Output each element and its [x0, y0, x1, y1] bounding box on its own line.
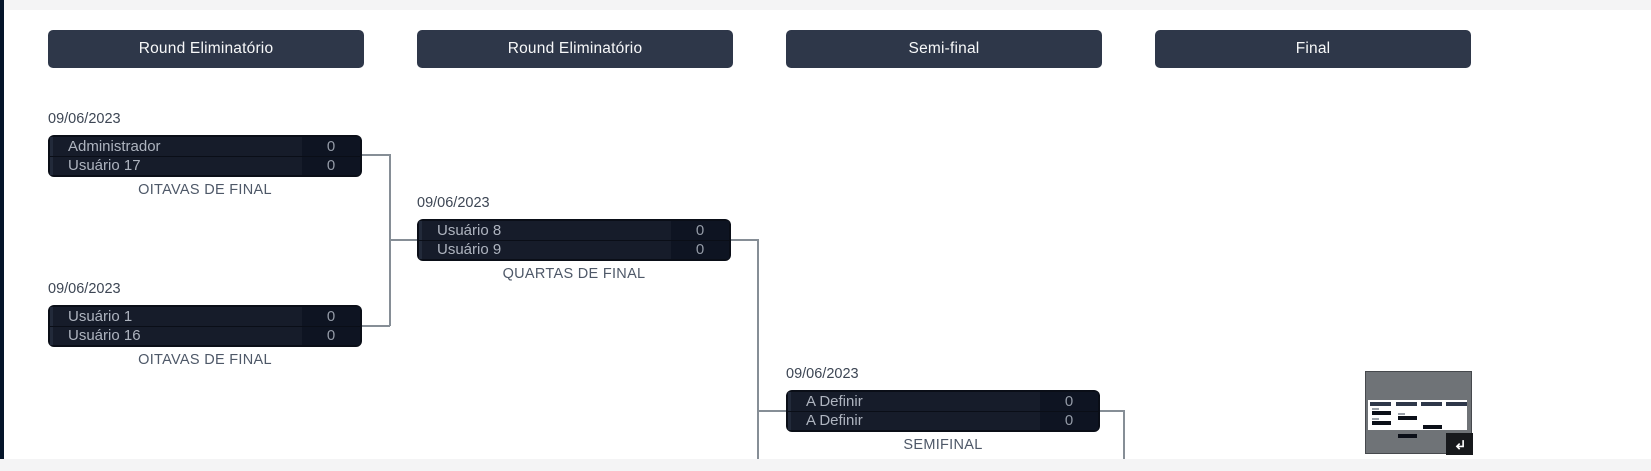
team-row: Administrador 0: [50, 137, 360, 156]
stage-label: SEMIFINAL: [903, 437, 983, 453]
match-box[interactable]: Administrador 0 Usuário 17 0: [48, 135, 362, 177]
return-arrow-icon: [1455, 439, 1464, 450]
team-score: 0: [1040, 392, 1098, 411]
match-box[interactable]: Usuário 1 0 Usuário 16 0: [48, 305, 362, 347]
round-header-2: Round Eliminatório: [417, 30, 733, 68]
minimap-date-dash: [1372, 408, 1379, 410]
minimap-match-bar: [1398, 434, 1417, 438]
minimap-match-bar: [1372, 411, 1391, 415]
match-block: 09/06/2023 Administrador 0 Usuário 17 0 …: [48, 111, 362, 198]
connector-line: [362, 154, 390, 156]
stage-label: OITAVAS DE FINAL: [138, 182, 272, 198]
team-name: A Definir: [806, 392, 863, 410]
minimap-header-bar: [1446, 402, 1467, 406]
match-box[interactable]: A Definir 0 A Definir 0: [786, 390, 1100, 432]
match-block: 09/06/2023 A Definir 0 A Definir 0 SEMIF…: [786, 366, 1100, 453]
team-row: A Definir 0: [788, 392, 1098, 411]
minimap-header-bar: [1370, 402, 1391, 406]
round-header-1: Round Eliminatório: [48, 30, 364, 68]
team-row: Usuário 1 0: [50, 307, 360, 326]
minimap-toggle-button[interactable]: [1446, 433, 1473, 455]
match-block: 09/06/2023 Usuário 8 0 Usuário 9 0 QUART…: [417, 195, 731, 282]
match-date: 09/06/2023: [48, 281, 121, 297]
team-row: Usuário 17 0: [50, 156, 360, 175]
connector-line: [362, 325, 390, 327]
connector-line: [1123, 410, 1125, 459]
team-name: Usuário 9: [437, 241, 502, 259]
stage-label: QUARTAS DE FINAL: [502, 266, 646, 282]
minimap-viewport[interactable]: [1368, 400, 1467, 430]
left-edge-bar: [0, 0, 4, 459]
minimap-match-bar: [1423, 425, 1442, 429]
minimap-date-dash: [1398, 413, 1405, 415]
connector-line: [389, 239, 417, 241]
connector-line: [757, 239, 759, 459]
minimap[interactable]: [1365, 371, 1473, 455]
team-row: Usuário 16 0: [50, 326, 360, 345]
team-row: Usuário 8 0: [419, 221, 729, 240]
team-score: 0: [1040, 411, 1098, 430]
minimap-date-dash: [1372, 418, 1379, 420]
team-name: Administrador: [68, 137, 161, 155]
team-name: A Definir: [806, 412, 863, 430]
team-name: Usuário 1: [68, 307, 133, 325]
minimap-header-bar: [1396, 402, 1417, 406]
team-score: 0: [302, 156, 360, 175]
minimap-match-bar: [1398, 416, 1417, 420]
connector-line: [757, 410, 786, 412]
top-strip: [4, 0, 1651, 10]
connector-line: [1100, 410, 1125, 412]
bottom-strip: [0, 459, 1651, 471]
team-score: 0: [302, 307, 360, 326]
match-date: 09/06/2023: [417, 195, 490, 211]
team-row: A Definir 0: [788, 411, 1098, 430]
round-header-4: Final: [1155, 30, 1471, 68]
match-date: 09/06/2023: [786, 366, 859, 382]
team-score: 0: [671, 221, 729, 240]
match-block: 09/06/2023 Usuário 1 0 Usuário 16 0 OITA…: [48, 281, 362, 368]
round-header-3: Semi-final: [786, 30, 1102, 68]
team-score: 0: [302, 137, 360, 156]
team-score: 0: [302, 326, 360, 345]
team-score: 0: [671, 240, 729, 259]
minimap-match-bar: [1372, 421, 1391, 425]
team-name: Usuário 17: [68, 157, 141, 175]
connector-line: [731, 239, 759, 241]
minimap-header-bar: [1421, 402, 1442, 406]
team-name: Usuário 16: [68, 327, 141, 345]
match-box[interactable]: Usuário 8 0 Usuário 9 0: [417, 219, 731, 261]
team-name: Usuário 8: [437, 221, 502, 239]
stage-label: OITAVAS DE FINAL: [138, 352, 272, 368]
team-row: Usuário 9 0: [419, 240, 729, 259]
match-date: 09/06/2023: [48, 111, 121, 127]
